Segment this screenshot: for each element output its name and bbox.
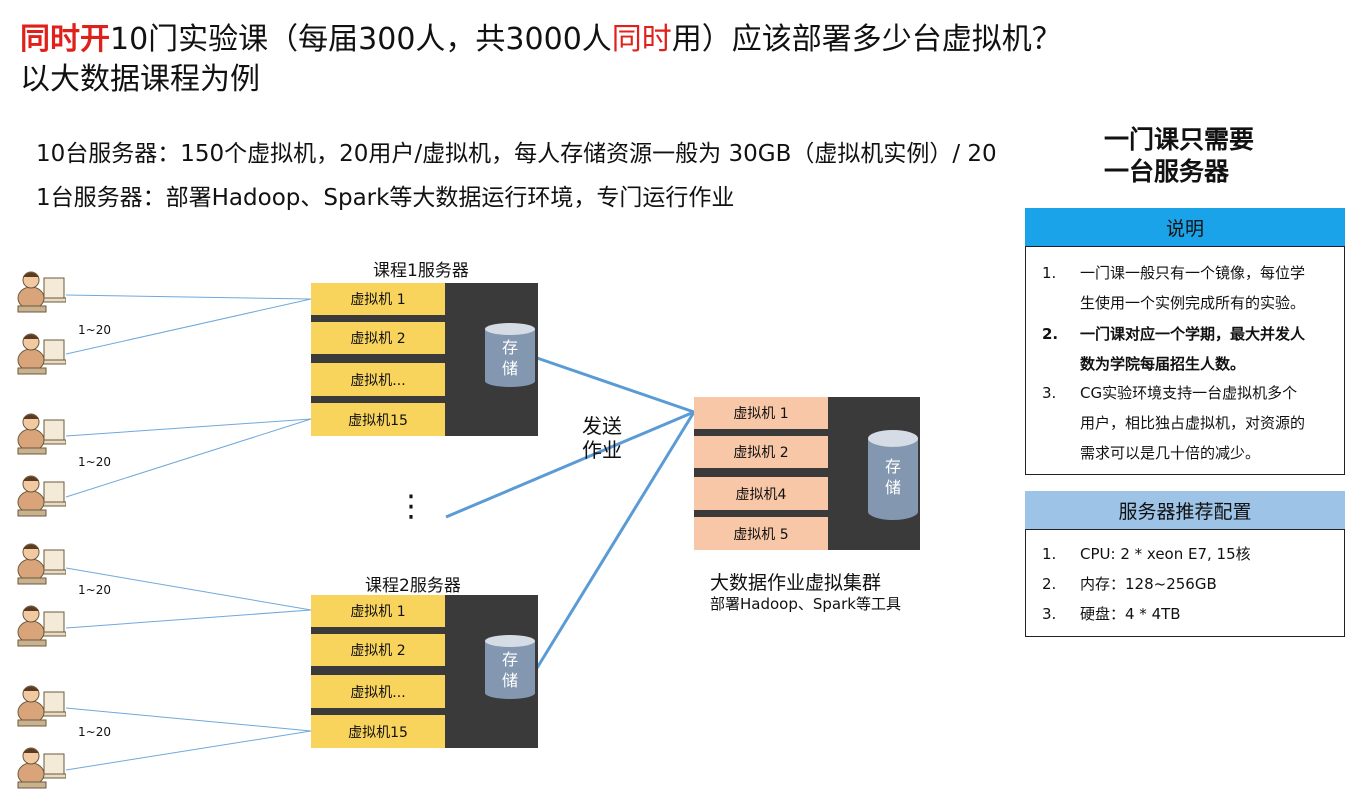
user-link-line: [65, 567, 312, 611]
notes-title: 说明: [1165, 217, 1204, 240]
page-title: 同时开10门实验课（每届300人，共3000人同时用）应该部署多少台虚拟机？: [20, 14, 1062, 58]
course1-vm-15: 虚拟机15: [311, 403, 445, 436]
page-subtitle: 以大数据课程为例: [20, 62, 260, 97]
course2-server-label: 课程2服务器: [365, 576, 461, 596]
info-line-1: 10台服务器：150个虚拟机，20用户/虚拟机，每人存储资源一般为 30GB（虚…: [36, 141, 997, 167]
user-link-line: [65, 609, 312, 629]
callout-line-2: 一台服务器: [1104, 157, 1230, 186]
user-count-1: 1~20: [78, 323, 111, 337]
student-at-computer-icon: [14, 602, 67, 648]
note-item-1: 1. 一门课一般只有一个镜像，每位学生使用一个实例完成所有的实验。: [1042, 264, 1306, 312]
config-title: 服务器推荐配置: [1118, 500, 1252, 523]
database-cylinder-icon: [485, 635, 535, 699]
title-text-1: 10门实验课（每届300人，共3000人: [110, 22, 612, 57]
cluster-vm-4: 虚拟机4: [694, 477, 828, 510]
storage-label: 存储: [884, 457, 901, 497]
config-item-memory: 2.内存：128~256GB: [1042, 575, 1217, 593]
course2-server: 虚拟机 1 虚拟机 2 虚拟机... 虚拟机15 存储: [311, 595, 538, 748]
course2-vm-15: 虚拟机15: [311, 715, 445, 748]
user-link-line: [65, 707, 312, 732]
storage-label: 存储: [501, 338, 518, 378]
course2-vm-1: 虚拟机 1: [311, 595, 445, 627]
course1-vm-1: 虚拟机 1: [311, 283, 445, 315]
student-at-computer-icon: [14, 682, 67, 728]
course1-vm-more: 虚拟机...: [311, 363, 445, 396]
notes-panel-header: 说明: [1025, 208, 1345, 246]
course1-server: 虚拟机 1 虚拟机 2 虚拟机... 虚拟机15 存储: [311, 283, 538, 436]
course1-server-label: 课程1服务器: [373, 261, 469, 281]
student-at-computer-icon: [14, 268, 67, 314]
user-count-2: 1~20: [78, 455, 111, 469]
student-at-computer-icon: [14, 410, 67, 456]
bigdata-cluster-server: 虚拟机 1 虚拟机 2 虚拟机4 虚拟机 5 存储: [694, 397, 920, 550]
student-at-computer-icon: [14, 472, 67, 518]
notes-panel: 1. 一门课一般只有一个镜像，每位学生使用一个实例完成所有的实验。 2. 一门课…: [1025, 246, 1345, 475]
user-link-line: [65, 294, 312, 300]
cluster-sublabel: 部署Hadoop、Spark等工具: [710, 595, 901, 613]
database-cylinder-icon: [868, 430, 918, 520]
student-at-computer-icon: [14, 330, 67, 376]
student-at-computer-icon: [14, 540, 67, 586]
job-link-line: [535, 411, 696, 669]
note-item-2: 2. 一门课对应一个学期，最大并发人数为学院每届招生人数。: [1042, 325, 1306, 373]
cluster-vm-5: 虚拟机 5: [694, 517, 828, 550]
course2-vm-2: 虚拟机 2: [311, 634, 445, 666]
database-cylinder-icon: [485, 323, 535, 387]
user-link-line: [65, 418, 312, 498]
course2-vm-more: 虚拟机...: [311, 675, 445, 708]
job-link-line: [536, 356, 695, 414]
more-servers-ellipsis: ⋮: [396, 489, 426, 524]
config-panel: 1.CPU: 2 * xeon E7, 15核 2.内存：128~256GB 3…: [1025, 529, 1345, 637]
config-panel-header: 服务器推荐配置: [1025, 491, 1345, 529]
user-link-line: [65, 418, 312, 437]
config-item-disk: 3.硬盘：4 * 4TB: [1042, 605, 1181, 623]
send-job-label: 发送作业: [582, 414, 622, 462]
callout: 一门课只需要 一台服务器: [1104, 124, 1254, 188]
user-link-line: [65, 298, 312, 355]
title-highlight-1: 同时开: [20, 22, 110, 57]
cluster-vm-2: 虚拟机 2: [694, 436, 828, 468]
course1-vm-2: 虚拟机 2: [311, 322, 445, 354]
student-at-computer-icon: [14, 744, 67, 790]
cluster-label: 大数据作业虚拟集群: [710, 572, 882, 594]
callout-line-1: 一门课只需要: [1104, 125, 1255, 154]
title-highlight-2: 同时: [611, 22, 672, 57]
note-item-3: 3. CG实验环境支持一台虚拟机多个用户，相比独占虚拟机，对资源的需求可以是几十…: [1042, 384, 1306, 462]
title-text-2: 用）应该部署多少台虚拟机？: [671, 22, 1062, 57]
user-link-line: [65, 730, 312, 771]
info-line-2: 1台服务器：部署Hadoop、Spark等大数据运行环境，专门运行作业: [36, 185, 735, 211]
job-link-line: [445, 410, 695, 519]
storage-label: 存储: [501, 650, 518, 690]
user-count-4: 1~20: [78, 725, 111, 739]
cluster-vm-1: 虚拟机 1: [694, 397, 828, 429]
user-count-3: 1~20: [78, 583, 111, 597]
config-item-cpu: 1.CPU: 2 * xeon E7, 15核: [1042, 545, 1251, 563]
